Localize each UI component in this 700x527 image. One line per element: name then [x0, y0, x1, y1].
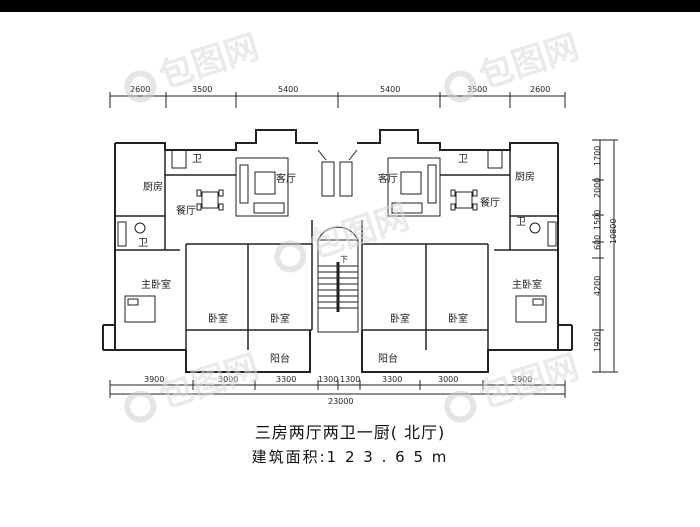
room-living-right: 客厅 [378, 172, 398, 185]
room-bath-4: 卫 [516, 217, 526, 228]
stair-down-mark: 下 [340, 255, 348, 264]
room-bed-left-2: 卧室 [270, 312, 290, 325]
top-dim-6: 2600 [530, 85, 550, 94]
left-master-bed [124, 295, 156, 323]
room-dining-right: 餐厅 [480, 196, 500, 209]
floor-plan: 2600 3500 5400 5400 3500 2600 3900 3000 … [102, 85, 618, 406]
room-bed-left-1: 卧室 [208, 312, 228, 325]
left-sofa-set [235, 157, 289, 217]
right-dim-2: 2000 [593, 178, 602, 198]
room-master-left: 主卧室 [141, 278, 171, 291]
interior-walls [115, 150, 558, 350]
right-dim-5: 4200 [593, 276, 602, 296]
top-dimension-line [109, 92, 566, 108]
bottom-dim-8: 3900 [512, 375, 532, 384]
top-black-bar [0, 0, 700, 12]
right-dim-3: 1500 [593, 210, 602, 230]
right-dim-1: 1700 [593, 146, 602, 166]
bottom-dim-4: 1300 [318, 375, 338, 384]
bathroom-fixtures [117, 149, 557, 247]
top-dim-3: 5400 [278, 85, 298, 94]
right-dimension-line [592, 139, 618, 373]
plan-title: 三房两厅两卫一厨( 北厅) [254, 423, 446, 442]
stairwell [317, 226, 359, 333]
room-balcony-right: 阳台 [378, 352, 398, 365]
plan-area-text: 建筑面积:1 2 3 . 6 5 m [251, 448, 449, 466]
room-master-right: 主卧室 [512, 278, 542, 291]
top-dim-5: 3500 [467, 85, 487, 94]
room-bed-right-1: 卧室 [390, 312, 410, 325]
right-sofa-set [387, 157, 441, 217]
room-bath-3: 卫 [458, 154, 468, 165]
bottom-dim-6: 3300 [382, 375, 402, 384]
exterior-walls [102, 129, 573, 373]
plan-area: 建筑面积:1 2 3 . 6 5 m [0, 446, 700, 467]
bottom-dimension-line [109, 380, 566, 398]
right-dining-table [450, 189, 478, 211]
bottom-dim-1: 3900 [144, 375, 164, 384]
room-bath-2: 卫 [138, 238, 148, 249]
bottom-dim-7: 3000 [438, 375, 458, 384]
room-kitchen-right: 厨房 [515, 170, 535, 183]
bottom-dim-3: 3300 [276, 375, 296, 384]
room-bed-right-2: 卧室 [448, 312, 468, 325]
room-living-left: 客厅 [276, 172, 296, 185]
right-total-dim: 10800 [609, 219, 618, 244]
bottom-dim-5: 1300 [340, 375, 360, 384]
right-dim-6: 1920 [593, 332, 602, 352]
top-dim-1: 2600 [130, 85, 150, 94]
right-master-bed [515, 295, 547, 323]
top-dim-2: 3500 [192, 85, 212, 94]
entry-doors [317, 149, 358, 197]
top-dim-4: 5400 [380, 85, 400, 94]
room-balcony-left: 阳台 [270, 352, 290, 365]
total-dim: 23000 [328, 397, 353, 406]
room-kitchen-left: 厨房 [143, 180, 163, 193]
right-dim-4: 600 [593, 235, 602, 250]
left-dining-table [196, 189, 224, 211]
bottom-dim-2: 3000 [218, 375, 238, 384]
room-dining-left: 餐厅 [176, 204, 196, 217]
room-bath-1: 卫 [192, 154, 202, 165]
